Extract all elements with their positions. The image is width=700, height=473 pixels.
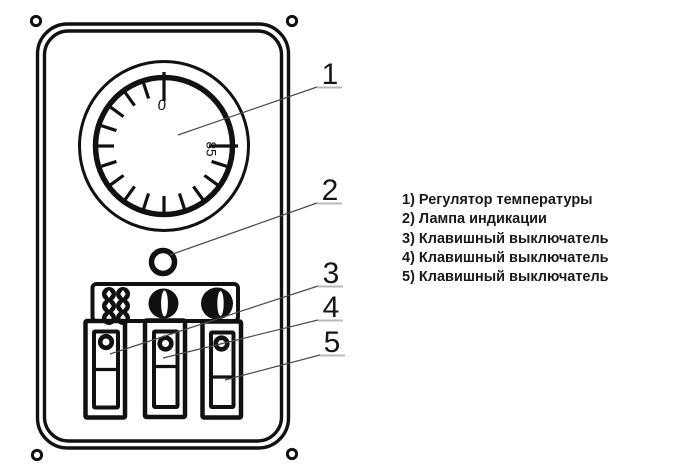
- mounting-holes: [29, 14, 299, 462]
- dial-tick: [100, 159, 117, 168]
- callout-line-1: [177, 86, 318, 136]
- callout-number-2: 2: [322, 174, 339, 207]
- panel-outline-inner: [42, 29, 284, 443]
- callout-line-4: [162, 319, 319, 359]
- callout-number-5: 5: [324, 326, 341, 359]
- dial-tick: [109, 105, 125, 118]
- dial-tick: [211, 159, 228, 168]
- mounting-hole-bottom-left: [30, 448, 44, 462]
- legend-item-1: 1) Регулятор температуры: [402, 192, 593, 208]
- legend-item-2: 2) Лампа индикации: [402, 211, 547, 228]
- callout-number-4: 4: [323, 291, 340, 324]
- dial-tick: [109, 174, 125, 187]
- indicator-lamp: [148, 247, 178, 277]
- temperature-dial: 0 85: [78, 60, 250, 232]
- mounting-hole-top-left: [29, 14, 43, 28]
- dial-tick: [123, 185, 136, 201]
- dial-85-label: 85: [204, 141, 219, 156]
- rocker-switch-3: [200, 319, 244, 420]
- switch-1-frame: [83, 318, 128, 420]
- rocker-switch-2: [142, 318, 188, 420]
- callout-line-5: [224, 354, 321, 381]
- dial-outer-circle: [78, 60, 250, 232]
- legend: 1) Регулятор температуры 2) Лампа индика…: [402, 191, 609, 287]
- switch-3-dot: [213, 335, 230, 352]
- callout-line-3: [109, 285, 319, 355]
- dial-tick: [203, 174, 219, 187]
- switch-3-frame: [200, 319, 244, 420]
- legend-item-3: 3) Клавишный выключатель: [402, 230, 609, 247]
- element-symbol-half-moon-1: [148, 288, 179, 319]
- element-symbol-half-moon-2: [201, 287, 233, 320]
- mounting-hole-top-right: [285, 14, 299, 28]
- dial-ticks: [98, 72, 238, 212]
- switch-1-dot: [97, 333, 115, 351]
- legend-item-5: 5) Клавишный выключатель: [402, 269, 609, 286]
- rocker-switch-1: [83, 318, 128, 420]
- dial-tick: [142, 82, 151, 99]
- mounting-hole-bottom-right: [285, 447, 299, 461]
- dial-tick: [123, 91, 136, 107]
- dial-tick: [142, 193, 151, 210]
- callout-number-1: 1: [322, 58, 339, 91]
- callout-number-3: 3: [323, 257, 340, 290]
- switch-2-rocker: [152, 329, 180, 409]
- dial-zero-label: 0: [157, 97, 167, 115]
- callout-line-2: [169, 202, 318, 256]
- switch-2-dot: [157, 335, 174, 352]
- switch-3-rocker: [209, 330, 236, 409]
- callout-lines: [109, 86, 345, 381]
- callout-numbers: 1 2 3 4 5: [322, 58, 341, 359]
- dial-tick: [177, 193, 186, 210]
- dial-tick: [192, 185, 205, 201]
- dial-tick: [100, 124, 117, 133]
- panel-outline-outer: [35, 22, 291, 450]
- legend-item-4: 4) Клавишный выключатель: [402, 249, 609, 266]
- switch-2-frame: [142, 318, 188, 420]
